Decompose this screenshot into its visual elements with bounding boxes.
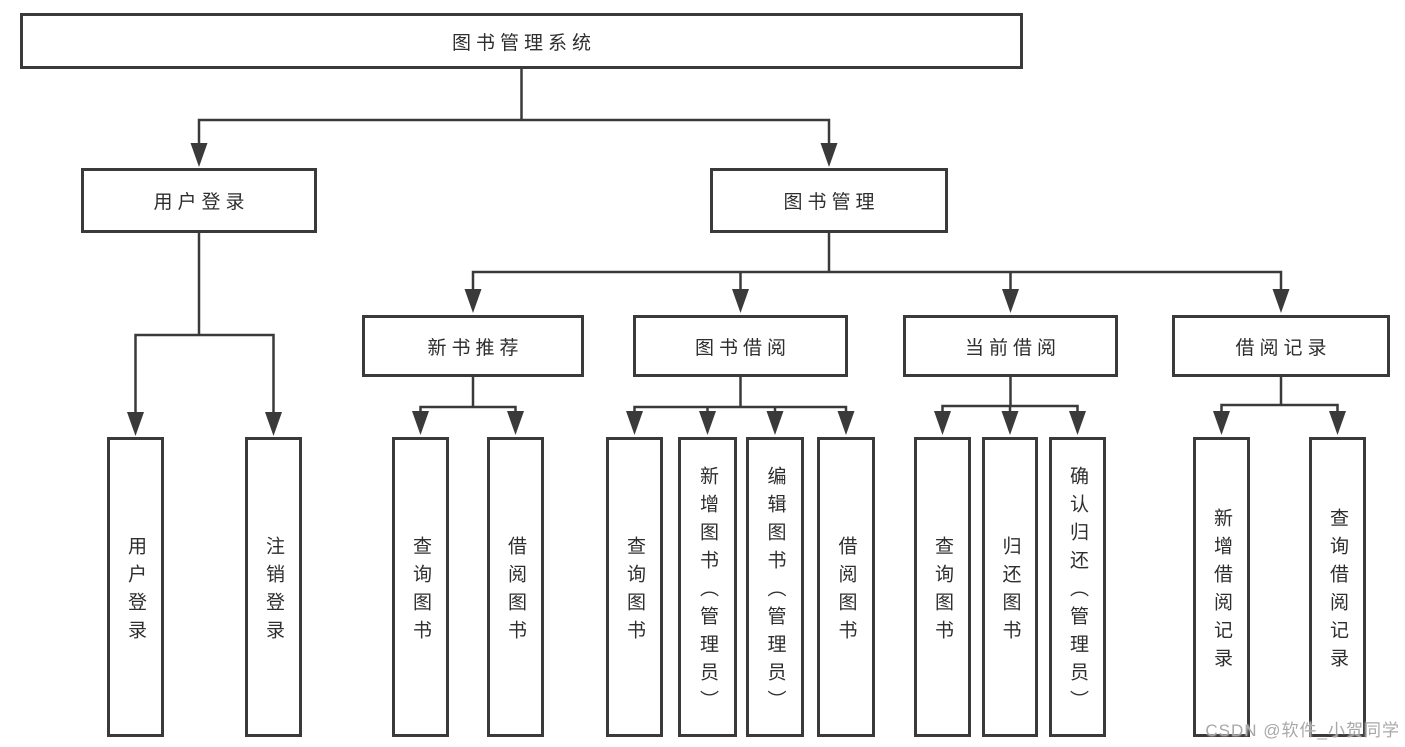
node-label: 编辑图书（管理员）: [764, 465, 786, 718]
arrow-down-icon: [626, 411, 643, 435]
leaf-user-login: 用户登录: [107, 437, 164, 737]
node-new-book-recommend: 新书推荐: [362, 315, 584, 377]
node-label: 当前借阅: [964, 337, 1061, 359]
node-label: 借阅图书: [835, 535, 857, 648]
leaf-query-books: 查询图书: [606, 437, 663, 737]
arrow-down-icon: [1069, 411, 1086, 435]
arrow-down-icon: [265, 412, 282, 436]
leaf-query-books: 查询图书: [914, 437, 971, 737]
arrow-down-icon: [766, 411, 784, 435]
node-label: 查询图书: [410, 535, 431, 648]
node-label: 图书借阅: [694, 337, 791, 359]
edge-book-mgmt-to-level3: [471, 233, 1283, 294]
arrow-down-icon: [837, 411, 855, 435]
node-book-borrow: 图书借阅: [633, 315, 848, 377]
leaf-query-borrow-record: 查询借阅记录: [1309, 437, 1366, 737]
leaf-edit-books-admin: 编辑图书（管理员）: [746, 437, 804, 737]
node-book-management: 图书管理: [710, 168, 948, 233]
edge-new-book-rec-to-leaves: [419, 377, 517, 416]
node-current-borrow: 当前借阅: [903, 315, 1118, 377]
leaf-logout: 注销登录: [245, 437, 302, 737]
leaf-query-books: 查询图书: [392, 437, 449, 737]
arrow-down-icon: [1002, 289, 1019, 313]
node-label: 查询图书: [932, 535, 953, 648]
arrow-down-icon: [190, 143, 208, 167]
arrow-down-icon: [1272, 289, 1290, 313]
leaf-confirm-return-admin: 确认归还（管理员）: [1049, 437, 1106, 737]
node-label: 注销登录: [263, 535, 284, 648]
leaf-add-books-admin: 新增图书（管理员）: [678, 437, 737, 737]
arrow-down-icon: [507, 411, 524, 435]
leaf-add-borrow-record: 新增借阅记录: [1193, 437, 1250, 737]
node-label: 确认归还（管理员）: [1067, 465, 1088, 718]
arrow-down-icon: [412, 411, 429, 435]
node-user-login: 用户登录: [81, 168, 317, 233]
arrow-down-icon: [1001, 411, 1019, 435]
arrow-down-icon: [127, 412, 144, 436]
node-label: 图书管理系统: [451, 32, 596, 54]
node-label: 新增图书（管理员）: [697, 465, 718, 718]
edge-borrow-records-to-leaves: [1220, 377, 1339, 416]
node-borrow-records: 借阅记录: [1172, 315, 1390, 377]
edge-book-borrow-to-leaves: [633, 377, 848, 416]
arrow-down-icon: [732, 289, 749, 313]
edge-user-login-to-leaves: [134, 233, 275, 418]
arrow-down-icon: [464, 289, 482, 313]
arrow-down-icon: [699, 411, 716, 435]
arrow-down-icon: [1213, 411, 1230, 435]
node-label: 借阅记录: [1235, 337, 1332, 359]
edge-current-borrow-to-leaves: [941, 377, 1079, 416]
csdn-watermark: CSDN @软件_小贺同学: [1205, 721, 1400, 740]
node-label: 用户登录: [153, 192, 250, 213]
node-label: 借阅图书: [505, 535, 526, 648]
node-label: 用户登录: [125, 535, 146, 648]
leaf-return-books: 归还图书: [982, 437, 1038, 737]
leaf-borrow-books: 借阅图书: [487, 437, 544, 737]
arrow-down-icon: [934, 411, 951, 435]
arrowheads: [127, 143, 1346, 436]
node-label: 图书管理: [783, 192, 880, 213]
node-label: 新书推荐: [427, 337, 524, 359]
node-label: 归还图书: [999, 535, 1021, 648]
node-label: 查询借阅记录: [1327, 507, 1348, 676]
node-label: 查询图书: [624, 535, 645, 648]
arrow-down-icon: [1329, 411, 1346, 435]
node-label: 新增借阅记录: [1211, 507, 1232, 676]
arrow-down-icon: [820, 143, 838, 167]
leaf-borrow-books: 借阅图书: [817, 437, 875, 737]
edge-root-to-level2: [197, 69, 831, 148]
node-root-system: 图书管理系统: [20, 13, 1023, 69]
